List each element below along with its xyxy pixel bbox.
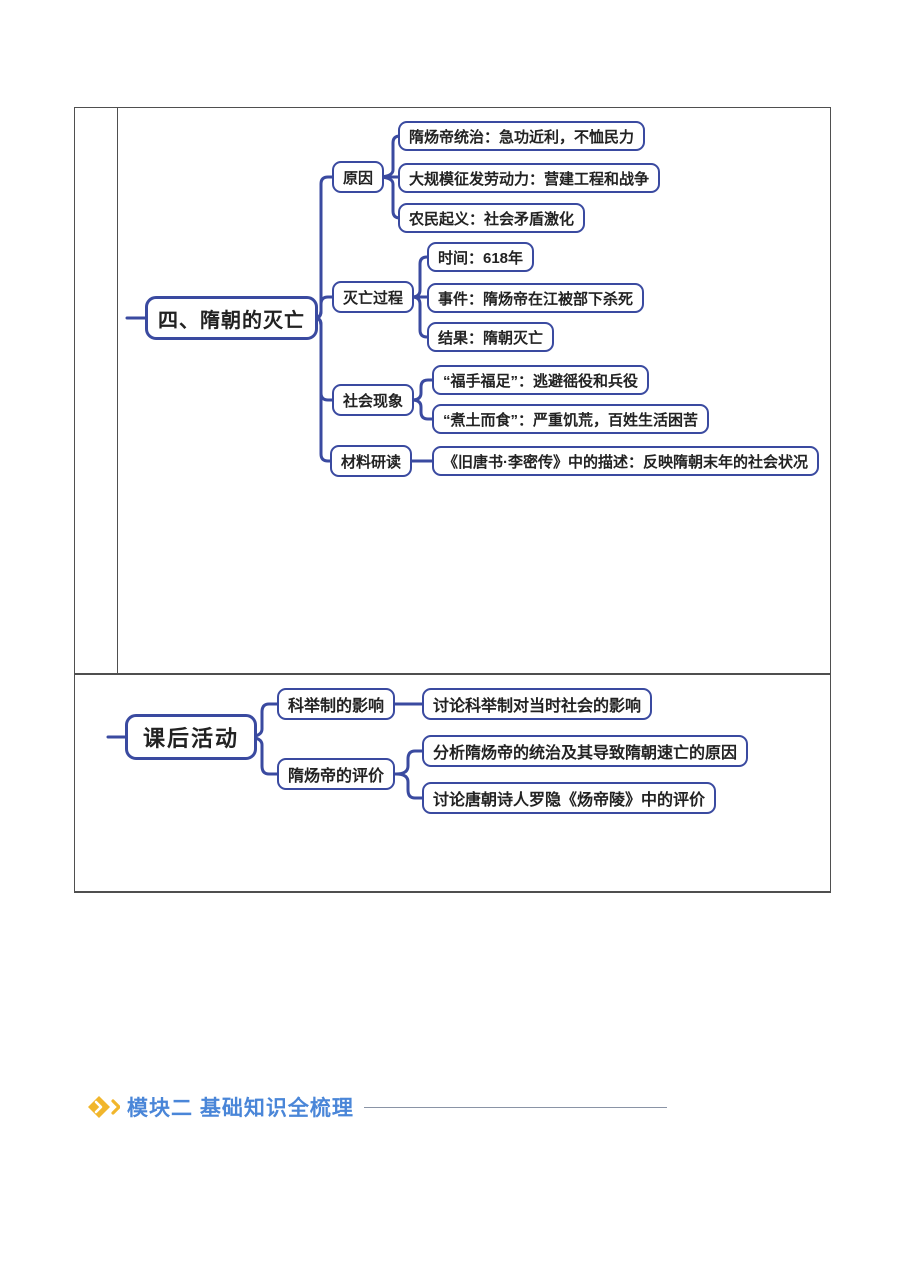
module-header: 模块二 基础知识全梳理	[88, 1092, 667, 1122]
branch-node-emperor-evaluation: 隋炀帝的评价	[277, 758, 396, 790]
branch-node-exam-influence: 科举制的影响	[277, 688, 396, 720]
leaf-node-old-tang-book: 《旧唐书·李密传》中的描述：反映隋朝末年的社会状况	[432, 446, 819, 476]
diamond-arrow-icon	[88, 1096, 120, 1118]
branch-node-fall-process: 灭亡过程	[332, 281, 415, 313]
leaf-node-time: 时间：618年	[427, 242, 535, 272]
branch-node-material-study: 材料研读	[330, 445, 413, 477]
leaf-node-event: 事件：隋炀帝在江被部下杀死	[427, 283, 645, 313]
leaf-node-analyze-rule: 分析隋炀帝的统治及其导致隋朝速亡的原因	[422, 735, 749, 767]
leaf-node-discuss-exam-impact: 讨论科举制对当时社会的影响	[422, 688, 653, 720]
connector-line	[402, 295, 439, 339]
module-title: 模块二 基础知识全梳理	[127, 1097, 354, 1120]
leaf-node-eating-earth: “煮土而食”：严重饥荒，百姓生活困苦	[432, 404, 710, 434]
header-rule-line	[363, 1106, 667, 1108]
table-left-column-divider	[117, 107, 118, 674]
table-cell-top	[74, 107, 831, 674]
sui-fall-root-node: 四、隋朝的灭亡	[145, 296, 318, 340]
connector-line	[384, 772, 434, 800]
connector-line	[402, 398, 444, 421]
branch-node-social-phenomena: 社会现象	[332, 384, 415, 416]
activities-root-node: 课后活动	[125, 714, 258, 760]
leaf-node-labor-conscription: 大规模征发劳动力：营建工程和战争	[398, 163, 661, 193]
leaf-node-result: 结果：隋朝灭亡	[427, 322, 555, 352]
leaf-node-peasant-uprising: 农民起义：社会矛盾激化	[398, 203, 586, 233]
leaf-node-emperor-rule: 隋炀帝统治：急功近利，不恤民力	[398, 121, 646, 151]
leaf-node-blessed-hands-feet: “福手福足”：逃避徭役和兵役	[432, 365, 650, 395]
connector-line	[374, 175, 410, 220]
leaf-node-discuss-poem: 讨论唐朝诗人罗隐《炀帝陵》中的评价	[422, 782, 717, 814]
branch-node-causes: 原因	[332, 161, 385, 193]
table-cell-bottom	[74, 674, 831, 893]
